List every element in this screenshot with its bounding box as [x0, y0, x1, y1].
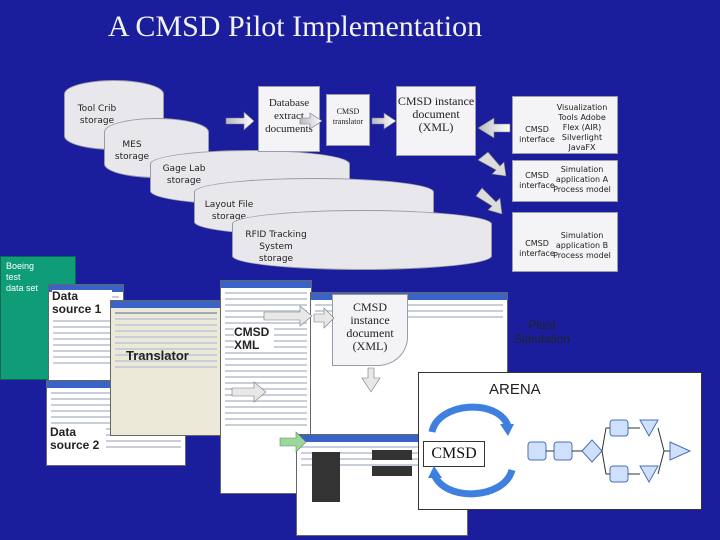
storage-rfid: RFID Tracking System storage	[232, 210, 492, 270]
arena-module-2	[553, 441, 573, 461]
arena-exit	[669, 441, 692, 461]
arena-loop-top	[428, 403, 512, 434]
arrow-diag-2	[475, 187, 503, 215]
arrow-from-viz	[477, 117, 511, 139]
arena-module-1	[527, 441, 547, 461]
arrow-instance-down	[361, 367, 381, 393]
cmsd-translator-box: CMSD translator	[326, 94, 370, 146]
arrow-translator-to-xml	[263, 305, 313, 327]
arrow-to-xml-2	[231, 381, 267, 403]
arena-flow	[527, 419, 692, 484]
arrow-to-db-extract	[225, 111, 255, 131]
arrow-to-enterprise	[279, 431, 307, 453]
arena-loop-bottom	[430, 468, 516, 498]
translator-label: Translator	[126, 348, 189, 363]
cmsd-instance-document-mid: CMSD instance document (XML)	[332, 294, 408, 366]
cmsd-xml-label: CMSD XML	[234, 326, 274, 352]
simulation-a-interface: CMSD interface Simulation application A …	[512, 160, 618, 202]
data-source-2-label: Data source 2	[50, 426, 106, 452]
arena-dispose-bottom	[639, 465, 659, 484]
data-source-1-label: Data source 1	[52, 290, 112, 316]
simulation-b-interface: CMSD interface Simulation application B …	[512, 212, 618, 272]
translator-window	[110, 300, 222, 436]
arrow-xml-to-instance	[313, 307, 335, 329]
arrow-to-translator	[299, 112, 323, 130]
arrow-diag-1	[477, 151, 507, 177]
visualization-tools-interface: CMSD interface Visualization Tools Adobe…	[512, 96, 618, 154]
plant-simulation-label: Plant Simulation	[513, 318, 571, 346]
arena-module-top	[609, 419, 629, 437]
arena-label: ARENA	[489, 381, 541, 398]
arena-module-bottom	[609, 465, 629, 483]
arena-decide	[581, 439, 603, 463]
arena-dispose-top	[639, 419, 659, 438]
arrow-to-instance	[371, 112, 397, 130]
enterprise-blocks	[312, 450, 412, 502]
cmsd-arena-label: CMSD	[423, 441, 485, 467]
page-title: A CMSD Pilot Implementation	[107, 10, 483, 43]
arena-panel: ARENA CMSD	[418, 372, 702, 510]
